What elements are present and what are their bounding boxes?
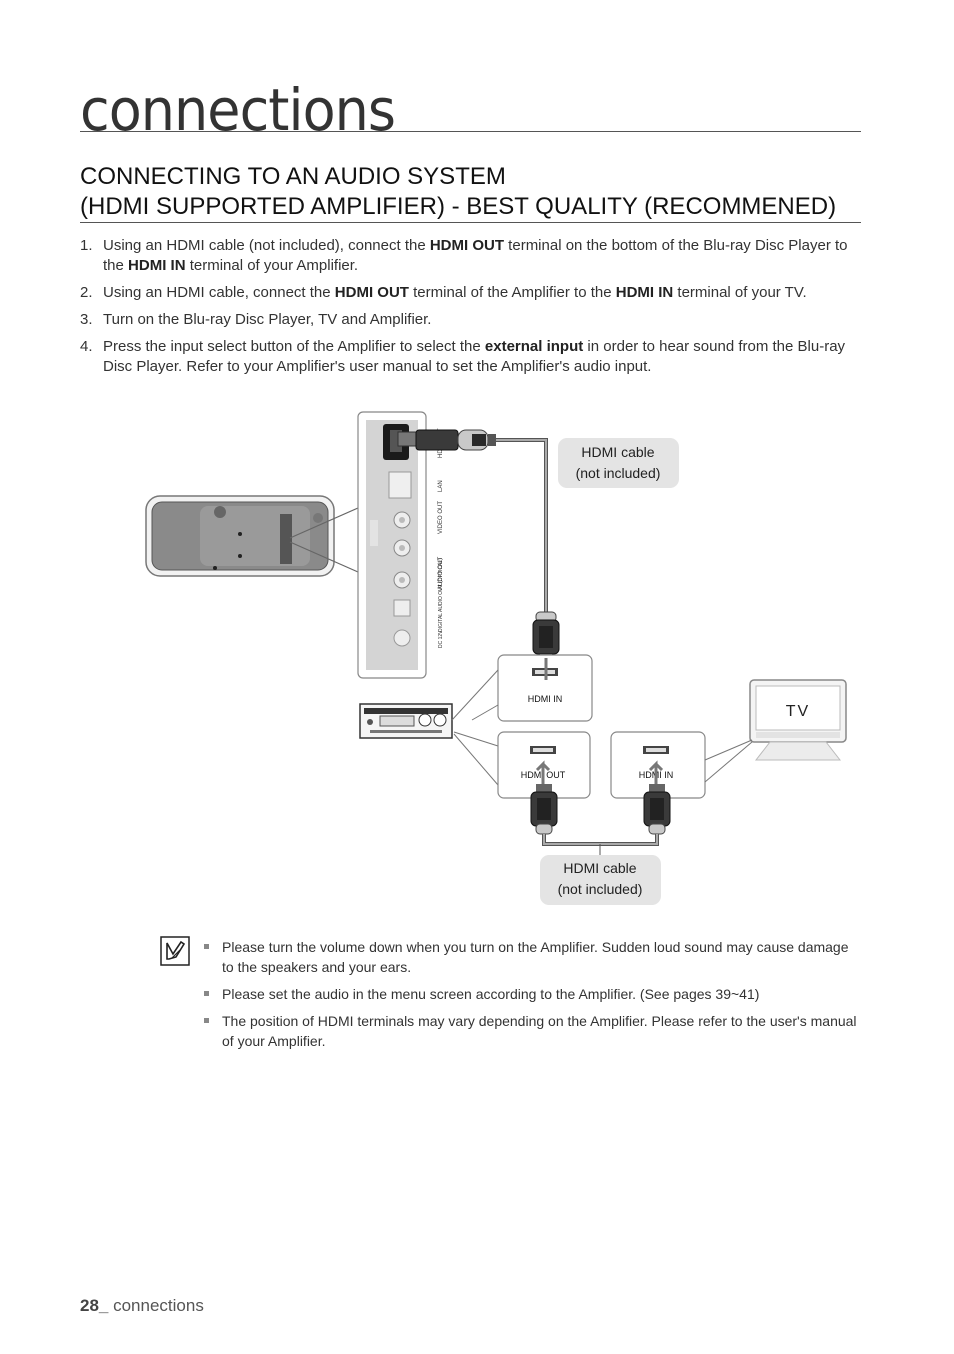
- title-rule: [80, 131, 861, 132]
- callout-top-line1: HDMI cable: [581, 444, 654, 460]
- panel-label: DC 12V: [438, 630, 444, 648]
- bullet-icon: [204, 1018, 209, 1023]
- panel-label: LAN: [438, 480, 444, 492]
- tv-illustration: TV: [749, 679, 847, 761]
- callout-top-line2: (not included): [576, 465, 661, 481]
- step-item: 3. Turn on the Blu-ray Disc Player, TV a…: [80, 310, 870, 330]
- step-text: terminal of your Amplifier.: [185, 257, 359, 274]
- amplifier-illustration: [359, 703, 453, 739]
- hdmi-plug-tv-in: [643, 784, 671, 835]
- step-text: Using an HDMI cable (not included), conn…: [103, 237, 430, 254]
- note-icon: [160, 936, 190, 966]
- step-text: terminal of your TV.: [673, 284, 807, 301]
- section-title: connections: [80, 76, 396, 144]
- heading-line-2: (HDMI SUPPORTED AMPLIFIER) - BEST QUALIT…: [80, 193, 837, 220]
- step-bold: HDMI IN: [615, 284, 674, 301]
- step-bold: HDMI OUT: [334, 284, 409, 301]
- connection-diagram: HDMI OUT LAN VIDEO OUT AUDIO OUT DIGITAL…: [145, 411, 847, 905]
- footer-label: connections: [108, 1296, 204, 1315]
- step-number: 4.: [80, 338, 93, 355]
- amp-hdmi-in-box: [497, 654, 593, 722]
- hdmi-plug-amp-out: [530, 784, 558, 835]
- page-number: 28_: [80, 1296, 109, 1315]
- page-heading: CONNECTING TO AN AUDIO SYSTEM (HDMI SUPP…: [80, 162, 836, 222]
- step-item: 4. Press the input select button of the …: [80, 337, 870, 377]
- step-text: terminal on the bottom of the Blu-ray Di…: [103, 237, 848, 274]
- step-text: Press the input select button of the Amp…: [103, 338, 485, 355]
- hdmi-plug-amp-in: [532, 611, 560, 662]
- note-text: Please turn the volume down when you tur…: [222, 939, 849, 975]
- note-item: The position of HDMI terminals may vary …: [204, 1011, 864, 1051]
- cable-callout-bottom: [540, 855, 661, 905]
- panel-labels: HDMI OUT LAN VIDEO OUT AUDIO OUT DIGITAL…: [438, 428, 444, 648]
- note-text: Please set the audio in the menu screen …: [222, 986, 760, 1002]
- step-number: 1.: [80, 237, 93, 254]
- step-number: 2.: [80, 284, 93, 301]
- note-item: Please turn the volume down when you tur…: [204, 937, 864, 977]
- step-bold: external input: [484, 338, 584, 355]
- notes-list: Please turn the volume down when you tur…: [204, 937, 864, 1058]
- tv-label: TV: [786, 703, 810, 720]
- step-bold: HDMI IN: [128, 257, 186, 274]
- step-item: 2. Using an HDMI cable, connect the HDMI…: [80, 283, 870, 303]
- step-text: Using an HDMI cable, connect the: [103, 284, 335, 301]
- heading-line-1: CONNECTING TO AN AUDIO SYSTEM: [80, 163, 506, 190]
- callout-bottom-line2: (not included): [558, 881, 643, 897]
- bluray-player-illustration: [145, 495, 359, 577]
- step-text: terminal of the Amplifier to the: [408, 284, 616, 301]
- cable-callout-top: [558, 438, 679, 488]
- bullet-icon: [204, 991, 209, 996]
- step-text: Turn on the Blu-ray Disc Player, TV and …: [103, 311, 432, 328]
- heading-rule: [80, 222, 861, 223]
- note-item: Please set the audio in the menu screen …: [204, 984, 864, 1004]
- step-item: 1. Using an HDMI cable (not included), c…: [80, 236, 870, 276]
- step-text: in order to hear sound from the Blu-ray …: [103, 338, 846, 375]
- amp-hdmi-in-label: HDMI IN: [528, 694, 563, 704]
- bullet-icon: [204, 944, 209, 949]
- hdmi-plug-player: [397, 429, 496, 451]
- instruction-steps: 1. Using an HDMI cable (not included), c…: [80, 236, 870, 384]
- note-text: The position of HDMI terminals may vary …: [222, 1013, 857, 1049]
- panel-label: VIDEO OUT: [438, 501, 444, 534]
- panel-label: AUDIO OUT: [438, 556, 444, 590]
- page-footer: 28_ connections: [80, 1296, 204, 1316]
- rear-panel-zoom: [357, 411, 427, 679]
- panel-label: DIGITAL AUDIO OUT (OPTICAL): [438, 558, 444, 632]
- step-bold: HDMI OUT: [429, 237, 505, 254]
- callout-bottom-line1: HDMI cable: [563, 860, 636, 876]
- step-number: 3.: [80, 311, 93, 328]
